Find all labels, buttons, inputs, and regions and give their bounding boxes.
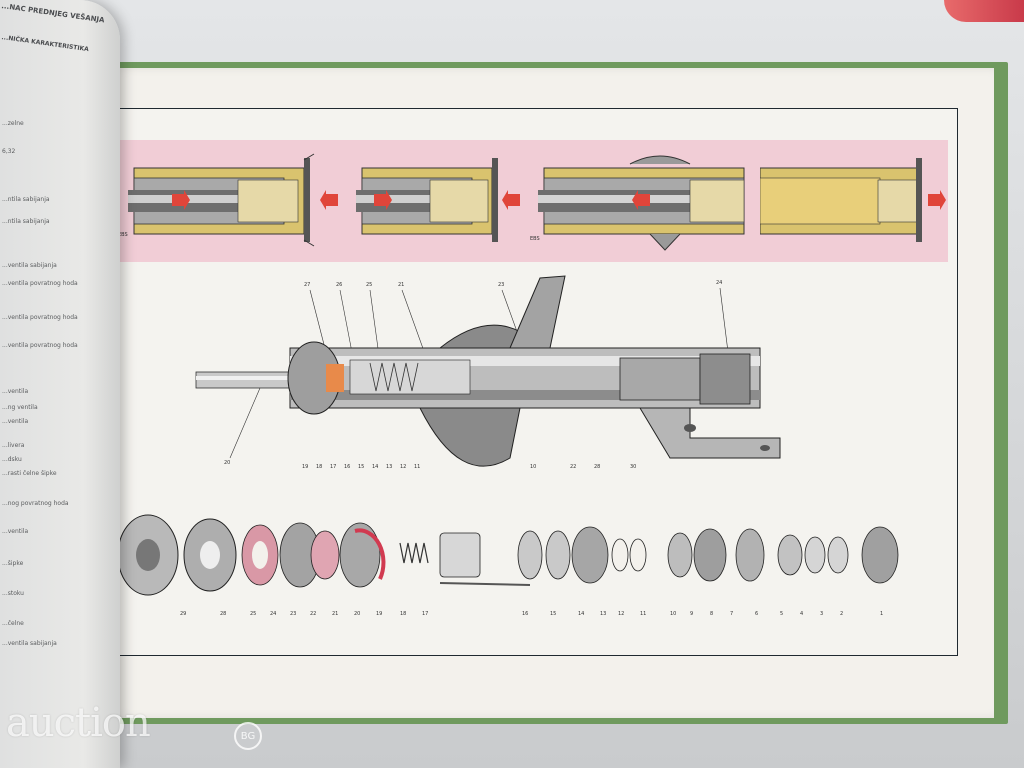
cross-section-1: EBS	[118, 150, 338, 250]
part-16: 16	[522, 611, 528, 617]
callout-16: 16	[344, 464, 350, 470]
left-page-line: ...ventila sabijanja	[2, 262, 57, 269]
part-3: 3	[820, 611, 823, 617]
left-page-line: ...nog povratnog hoda	[2, 500, 69, 507]
cross-section-4	[760, 150, 950, 250]
callout-17: 17	[330, 464, 336, 470]
part-24: 24	[270, 611, 276, 617]
left-page-line: ...zelne	[2, 120, 24, 127]
cross-section-1-label: EBS	[118, 232, 128, 238]
exploded-parts: 29 28 25 24 23 22 21 20 19 18 17 16 15 1…	[110, 505, 910, 639]
red-object	[944, 0, 1024, 22]
main-assembly-drawing: 27 26 25 21 23 24 20 19 18 1	[190, 268, 790, 502]
left-page-line: ...ventila sabijanja	[2, 640, 57, 647]
left-page-line: ...ntila sabijanja	[2, 218, 50, 225]
callout-23: 23	[498, 282, 504, 288]
part-23: 23	[290, 611, 296, 617]
part-5: 5	[780, 611, 783, 617]
callout-25: 25	[366, 282, 372, 288]
left-page-line: ...ventila povratnog hoda	[2, 314, 78, 321]
callout-28: 28	[594, 464, 600, 470]
callout-12: 12	[400, 464, 406, 470]
callout-20: 20	[224, 460, 230, 466]
part-8: 8	[710, 611, 713, 617]
left-page-line: ...livera	[2, 442, 25, 449]
left-page-line: 6,32	[2, 148, 16, 155]
left-page-header: ...NAC PREDNJEG VEŠANJA	[0, 2, 105, 25]
left-page-line: ...ventila povratnog hoda	[2, 342, 78, 349]
left-page-subheader: ...NIČKA KARAKTERISTIKA	[1, 34, 90, 54]
callout-24: 24	[716, 280, 722, 286]
watermark-text: auction	[6, 700, 151, 746]
part-7: 7	[730, 611, 733, 617]
part-12: 12	[618, 611, 624, 617]
left-page-line: ...stoku	[2, 590, 24, 597]
part-21: 21	[332, 611, 338, 617]
callout-13: 13	[386, 464, 392, 470]
watermark-badge: BG	[234, 722, 262, 750]
left-page-line: ...ventila	[2, 388, 29, 395]
left-page: ...NAC PREDNJEG VEŠANJA ...NIČKA KARAKTE…	[0, 0, 120, 768]
part-29: 29	[180, 611, 186, 617]
callout-30: 30	[630, 464, 636, 470]
callout-27: 27	[304, 282, 310, 288]
left-page-line: ...ventila povratnog hoda	[2, 280, 78, 287]
cross-section-3-label: EBS	[530, 236, 540, 242]
part-19: 19	[376, 611, 382, 617]
callout-14: 14	[372, 464, 378, 470]
part-1: 1	[880, 611, 883, 617]
part-9: 9	[690, 611, 693, 617]
left-page-line: ...čelne	[2, 620, 24, 627]
part-10: 10	[670, 611, 676, 617]
left-page-line: ...šipke	[2, 560, 24, 567]
left-page-line: ...dsku	[2, 456, 22, 463]
left-page-line: ...ventila	[2, 418, 29, 425]
callout-11: 11	[414, 464, 420, 470]
cross-section-2	[350, 150, 530, 250]
callout-19: 19	[302, 464, 308, 470]
callout-18: 18	[316, 464, 322, 470]
left-page-line: ...ntila sabijanja	[2, 196, 50, 203]
left-page-line: ...ventila	[2, 528, 29, 535]
part-17: 17	[422, 611, 428, 617]
part-25: 25	[250, 611, 256, 617]
callout-10: 10	[530, 464, 536, 470]
left-page-line: ...ng ventila	[2, 404, 38, 411]
part-15: 15	[550, 611, 556, 617]
part-22: 22	[310, 611, 316, 617]
part-18: 18	[400, 611, 406, 617]
part-28: 28	[220, 611, 226, 617]
part-14: 14	[578, 611, 584, 617]
part-4: 4	[800, 611, 803, 617]
part-6: 6	[755, 611, 758, 617]
part-2: 2	[840, 611, 843, 617]
callout-22: 22	[570, 464, 576, 470]
callout-26: 26	[336, 282, 342, 288]
left-page-line: ...rasti čelne šipke	[2, 470, 57, 477]
cross-section-3: EBS	[530, 150, 760, 260]
callout-15: 15	[358, 464, 364, 470]
part-13: 13	[600, 611, 606, 617]
callout-21: 21	[398, 282, 404, 288]
part-20: 20	[354, 611, 360, 617]
part-11: 11	[640, 611, 646, 617]
